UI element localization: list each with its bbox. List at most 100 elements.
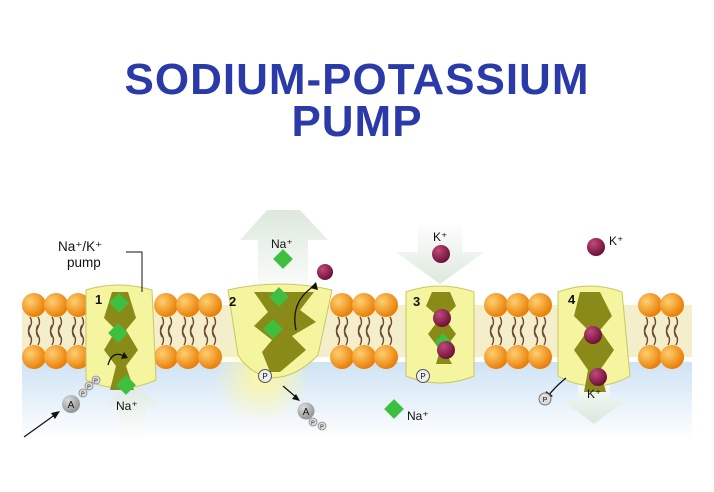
lipid-head	[638, 345, 662, 369]
release-arrow	[294, 285, 315, 331]
title-line-1: SODIUM-POTASSIUM	[124, 55, 590, 104]
lipid-tail	[379, 324, 385, 346]
arrowhead	[51, 411, 60, 419]
lipid-head	[176, 293, 200, 317]
step-number-1: 1	[95, 292, 102, 307]
atp-pointer-line	[23, 413, 57, 438]
sodium-label-step2: Na⁺	[271, 237, 293, 251]
lipid-head	[44, 293, 68, 317]
lipid-tail	[159, 324, 165, 346]
binding-arrow	[107, 353, 125, 366]
lipid-head	[660, 345, 684, 369]
lipid-head	[528, 345, 552, 369]
lipid-head	[66, 345, 90, 369]
lipid-head	[330, 293, 354, 317]
lipid-head	[484, 345, 508, 369]
sodium-ion	[269, 287, 289, 307]
phosphate	[416, 369, 430, 383]
atp-molecule: A P P P	[62, 375, 101, 413]
lipid-tail	[497, 324, 503, 346]
lipid-head	[484, 293, 508, 317]
potassium-ion	[432, 245, 450, 263]
lipid-tail	[541, 324, 547, 346]
title-line-2: PUMP	[291, 97, 423, 146]
phosphate	[258, 369, 272, 383]
adp-p-label: P	[320, 425, 324, 431]
lipid-head	[506, 345, 530, 369]
phosphate	[538, 392, 552, 406]
pump-step-1	[85, 284, 157, 395]
phosphate-label: P	[262, 372, 267, 381]
potassium-ion	[437, 341, 455, 359]
lipid-tail	[35, 324, 41, 346]
adp-a-label: A	[303, 407, 310, 418]
lipid-head	[22, 345, 46, 369]
pump-3-channel	[426, 292, 456, 364]
lipid-head	[154, 345, 178, 369]
lipid-head	[66, 293, 90, 317]
pump-label-leader	[126, 251, 143, 292]
lipid-tail	[79, 324, 85, 346]
atp-entry-arrow	[106, 378, 158, 440]
step-number-2: 2	[229, 294, 236, 309]
lipid-tail	[27, 324, 33, 346]
lipid-head	[374, 345, 398, 369]
phosphate	[84, 381, 94, 391]
lipid-tail	[357, 324, 363, 346]
lipid-head	[44, 345, 68, 369]
lipid-head	[198, 293, 222, 317]
lipid-tail	[643, 324, 649, 346]
lipid-head	[352, 293, 376, 317]
sodium-ion	[109, 293, 129, 313]
sodium-ion	[384, 399, 404, 419]
lipid-tail	[71, 324, 77, 346]
atp-p-label: P	[81, 392, 85, 398]
lipid-head	[154, 293, 178, 317]
step-number-4: 4	[568, 292, 576, 307]
step-number-3: 3	[413, 294, 420, 309]
potassium-label-step3: K⁺	[433, 230, 447, 244]
phosphate	[317, 421, 327, 431]
phosphate	[78, 388, 88, 398]
potassium-ion	[584, 326, 602, 344]
lipid-tail	[343, 324, 349, 346]
lipid-tail	[519, 324, 525, 346]
potassium-ion	[433, 309, 451, 327]
pump-2-channel	[254, 292, 316, 372]
lipid-tail	[181, 324, 187, 346]
sodium-label-released: Na⁺	[407, 409, 429, 423]
potassium-released-arrow	[562, 376, 626, 424]
lipid-tail	[211, 324, 217, 346]
atp-p-label: P	[87, 385, 91, 391]
sodium-ion	[116, 375, 136, 395]
phosphate-label: P	[420, 372, 425, 381]
lipid-head	[352, 345, 376, 369]
lipid-tail	[57, 324, 63, 346]
lipid-head	[22, 293, 46, 317]
phosphate	[91, 375, 101, 385]
lipid-tails	[27, 316, 679, 346]
lipid-heads	[22, 293, 684, 369]
lipid-tail	[49, 324, 55, 346]
pump-name-label-line2: pump	[67, 255, 101, 270]
lipid-head	[660, 293, 684, 317]
lipid-tail	[203, 324, 209, 346]
potassium-ion	[317, 264, 333, 280]
atp-a-label: A	[68, 400, 75, 411]
lipid-head	[330, 345, 354, 369]
lipid-tail	[167, 324, 173, 346]
lipid-tail	[365, 324, 371, 346]
sodium-label-step1: Na⁺	[116, 399, 138, 413]
lipid-tail	[189, 324, 195, 346]
adenosine	[62, 395, 80, 413]
adp-p-label: P	[311, 421, 315, 427]
potassium-label-step4: K⁺	[587, 387, 601, 401]
potassium-ion	[587, 238, 605, 256]
lipid-tail	[511, 324, 517, 346]
sodium-ion	[108, 323, 128, 343]
lipid-head	[528, 293, 552, 317]
sodium-ion	[263, 319, 283, 339]
arrowhead	[292, 394, 300, 401]
lipid-head	[374, 293, 398, 317]
